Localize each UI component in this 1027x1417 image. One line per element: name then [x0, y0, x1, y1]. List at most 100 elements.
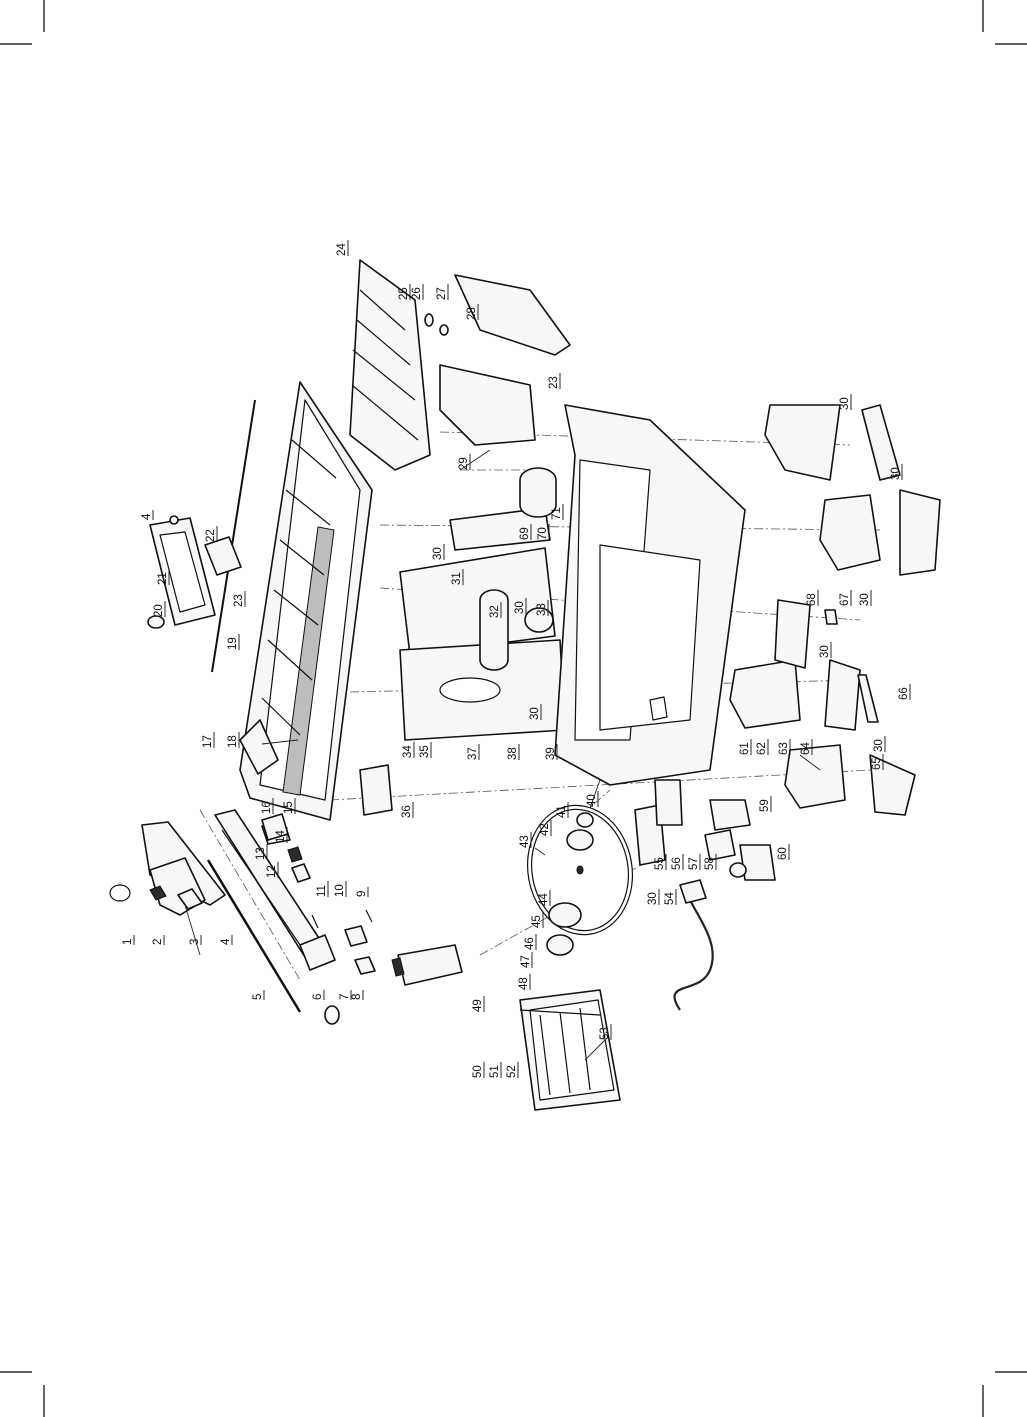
- callout-2: 2: [152, 935, 164, 945]
- svg-text:30: 30: [839, 397, 851, 410]
- callout-48: 48: [518, 974, 530, 990]
- svg-text:22: 22: [205, 529, 217, 542]
- svg-text:29: 29: [458, 457, 470, 470]
- svg-text:42: 42: [539, 823, 551, 836]
- svg-text:15: 15: [283, 801, 295, 814]
- svg-text:24: 24: [336, 243, 348, 256]
- svg-text:30: 30: [819, 645, 831, 658]
- svg-text:6: 6: [312, 994, 324, 1000]
- internal-parts: [360, 468, 565, 815]
- callout-24: 24: [336, 240, 348, 256]
- svg-text:50: 50: [472, 1065, 484, 1078]
- svg-text:30: 30: [859, 593, 871, 606]
- callout-1: 1: [122, 935, 134, 945]
- callout-49: 49: [472, 996, 484, 1012]
- svg-text:60: 60: [777, 847, 789, 860]
- callout-4: 4: [141, 510, 153, 520]
- svg-text:57: 57: [688, 857, 700, 870]
- svg-text:68: 68: [806, 593, 818, 606]
- svg-text:21: 21: [157, 572, 169, 585]
- svg-text:30: 30: [890, 467, 902, 480]
- svg-text:33: 33: [536, 603, 548, 616]
- callout-26: 26: [411, 284, 423, 300]
- svg-text:8: 8: [351, 994, 363, 1000]
- saw-blade: [518, 797, 643, 955]
- callout-4: 4: [220, 935, 232, 945]
- svg-text:67: 67: [839, 593, 851, 606]
- svg-text:36: 36: [401, 805, 413, 818]
- svg-text:31: 31: [451, 572, 463, 585]
- callout-7: 7: [339, 990, 351, 1000]
- svg-text:19: 19: [227, 637, 239, 650]
- callout-60: 60: [777, 844, 789, 860]
- svg-text:58: 58: [704, 857, 716, 870]
- svg-text:27: 27: [436, 287, 448, 300]
- callout-68: 68: [806, 590, 818, 606]
- svg-text:38: 38: [507, 747, 519, 760]
- callout-20: 20: [153, 601, 165, 617]
- callout-50: 50: [472, 1062, 484, 1078]
- callout-6: 6: [312, 990, 324, 1000]
- callout-35: 35: [419, 742, 431, 758]
- blade-guard: [148, 400, 255, 672]
- svg-text:66: 66: [898, 687, 910, 700]
- svg-text:37: 37: [467, 747, 479, 760]
- callout-59: 59: [759, 796, 771, 812]
- table-top: [240, 382, 372, 840]
- svg-text:18: 18: [227, 735, 239, 748]
- svg-text:54: 54: [664, 892, 676, 905]
- svg-text:46: 46: [524, 937, 536, 950]
- svg-text:49: 49: [472, 999, 484, 1012]
- callout-63: 63: [778, 739, 790, 755]
- svg-text:30: 30: [514, 601, 526, 614]
- callout-37: 37: [467, 744, 479, 760]
- svg-text:55: 55: [654, 857, 666, 870]
- svg-text:25: 25: [398, 287, 410, 300]
- svg-text:20: 20: [153, 604, 165, 617]
- svg-text:62: 62: [756, 742, 768, 755]
- callout-30: 30: [432, 544, 444, 560]
- callout-41: 41: [556, 802, 568, 818]
- svg-text:14: 14: [275, 830, 287, 843]
- svg-text:30: 30: [529, 707, 541, 720]
- callout-9: 9: [356, 887, 368, 897]
- callout-22: 22: [205, 526, 217, 542]
- svg-text:23: 23: [548, 376, 560, 389]
- callout-64: 64: [800, 739, 812, 755]
- callout-27: 27: [436, 284, 448, 300]
- svg-text:69: 69: [519, 527, 531, 540]
- svg-text:63: 63: [778, 742, 790, 755]
- callout-30: 30: [819, 642, 831, 658]
- svg-text:41: 41: [556, 805, 568, 818]
- svg-text:9: 9: [356, 891, 368, 897]
- callout-38: 38: [507, 744, 519, 760]
- svg-text:53: 53: [599, 1027, 611, 1040]
- callout-10: 10: [334, 881, 346, 897]
- svg-text:17: 17: [202, 735, 214, 748]
- motor-assembly: [520, 990, 620, 1110]
- callout-23: 23: [548, 373, 560, 389]
- svg-text:70: 70: [537, 527, 549, 540]
- callout-40: 40: [586, 791, 598, 807]
- callout-67: 67: [839, 590, 851, 606]
- callout-46: 46: [524, 934, 536, 950]
- callout-34: 34: [402, 742, 414, 758]
- svg-text:40: 40: [586, 794, 598, 807]
- svg-text:56: 56: [671, 857, 683, 870]
- svg-text:59: 59: [759, 799, 771, 812]
- svg-text:5: 5: [252, 994, 264, 1000]
- callout-19: 19: [227, 634, 239, 650]
- callout-45: 45: [531, 912, 543, 928]
- callout-25: 25: [398, 284, 410, 300]
- svg-text:45: 45: [531, 915, 543, 928]
- svg-text:34: 34: [402, 745, 414, 758]
- svg-text:10: 10: [334, 884, 346, 897]
- callout-62: 62: [756, 739, 768, 755]
- svg-text:51: 51: [489, 1065, 501, 1078]
- svg-text:4: 4: [141, 513, 153, 520]
- svg-text:48: 48: [518, 977, 530, 990]
- callout-30: 30: [859, 590, 871, 606]
- svg-text:71: 71: [551, 507, 563, 520]
- callout-66: 66: [898, 684, 910, 700]
